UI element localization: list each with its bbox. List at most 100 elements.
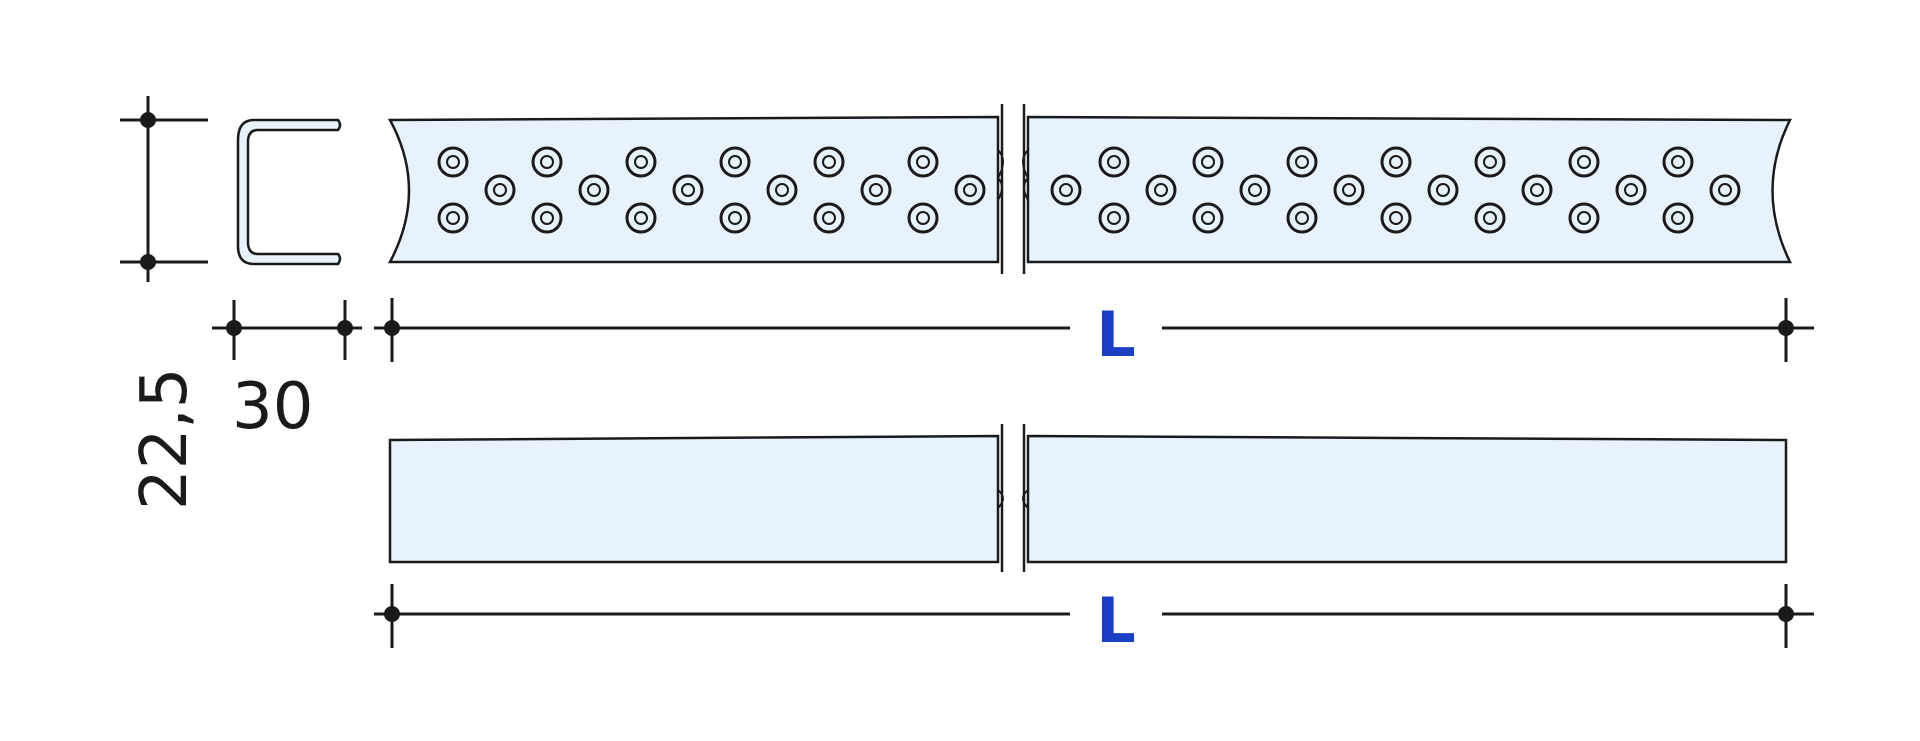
hole-icon (766, 174, 798, 206)
hole-inner-ring (1624, 183, 1638, 197)
hole-inner-ring (822, 211, 836, 225)
hole-inner-ring (728, 155, 742, 169)
length-bottom-dot-right (1778, 606, 1794, 622)
hole-inner-ring (1248, 183, 1262, 197)
hole-inner-ring (1295, 155, 1309, 169)
hole-inner-ring (916, 155, 930, 169)
perforated-profile (387, 115, 1793, 264)
holes-group (437, 146, 1741, 234)
hole-icon (1521, 174, 1553, 206)
hole-inner-ring (1295, 211, 1309, 225)
hole-inner-ring (869, 183, 883, 197)
length-bottom-dot-left (384, 606, 400, 622)
hole-inner-ring (493, 183, 507, 197)
hole-inner-ring (822, 155, 836, 169)
length-label-bottom: L (1096, 584, 1136, 657)
hole-icon (1286, 146, 1318, 178)
hole-inner-ring (1671, 155, 1685, 169)
hole-icon (1098, 202, 1130, 234)
hole-inner-ring (1059, 183, 1073, 197)
hole-inner-ring (963, 183, 977, 197)
hole-icon (1709, 174, 1741, 206)
length-top-dot-left (384, 320, 400, 336)
height-dim-dot-top (140, 112, 156, 128)
hole-inner-ring (1154, 183, 1168, 197)
hole-icon (1192, 146, 1224, 178)
hole-inner-ring (1483, 211, 1497, 225)
hole-inner-ring (1671, 211, 1685, 225)
plain-strip-left (388, 434, 1000, 564)
hole-icon (437, 146, 469, 178)
break-mark-top (996, 104, 1030, 274)
hole-inner-ring (1718, 183, 1732, 197)
hole-icon (907, 202, 939, 234)
hole-inner-ring (634, 155, 648, 169)
hole-inner-ring (1201, 211, 1215, 225)
hole-inner-ring (540, 211, 554, 225)
hole-inner-ring (446, 211, 460, 225)
hole-icon (719, 146, 751, 178)
hole-icon (484, 174, 516, 206)
hole-icon (1145, 174, 1177, 206)
hole-inner-ring (1107, 155, 1121, 169)
height-dimension-label: 22,5 (128, 368, 202, 511)
hole-inner-ring (1389, 211, 1403, 225)
hole-inner-ring (775, 183, 789, 197)
hole-icon (1662, 202, 1694, 234)
hole-icon (625, 202, 657, 234)
hole-icon (1333, 174, 1365, 206)
hole-icon (625, 146, 657, 178)
hole-icon (813, 146, 845, 178)
hole-inner-ring (1342, 183, 1356, 197)
hole-inner-ring (446, 155, 460, 169)
length-dimension-top (374, 298, 1814, 362)
height-dimension (120, 96, 208, 282)
hole-icon (531, 202, 563, 234)
hole-icon (1098, 146, 1130, 178)
hole-icon (1474, 202, 1506, 234)
hole-icon (860, 174, 892, 206)
width-dimension-label: 30 (232, 370, 313, 444)
hole-inner-ring (634, 211, 648, 225)
plain-profile (388, 434, 1788, 564)
hole-inner-ring (1389, 155, 1403, 169)
perforated-strip-right (1026, 115, 1793, 264)
hole-inner-ring (728, 211, 742, 225)
width-dim-dot-right (337, 320, 353, 336)
hole-icon (1286, 202, 1318, 234)
hole-icon (531, 146, 563, 178)
hole-icon (1192, 202, 1224, 234)
hole-icon (1239, 174, 1271, 206)
hole-icon (578, 174, 610, 206)
length-label-top: L (1096, 298, 1136, 371)
hole-inner-ring (540, 155, 554, 169)
hole-icon (672, 174, 704, 206)
hole-icon (1615, 174, 1647, 206)
hole-inner-ring (1530, 183, 1544, 197)
hole-inner-ring (1483, 155, 1497, 169)
hole-inner-ring (1107, 211, 1121, 225)
hole-icon (1662, 146, 1694, 178)
length-dimension-bottom (374, 584, 1814, 648)
hole-icon (1050, 174, 1082, 206)
hole-icon (1568, 146, 1600, 178)
cross-section-c-profile (236, 118, 342, 266)
hole-icon (1380, 202, 1412, 234)
hole-icon (907, 146, 939, 178)
hole-inner-ring (1577, 211, 1591, 225)
hole-inner-ring (1201, 155, 1215, 169)
break-mark-bottom (997, 424, 1029, 574)
hole-icon (1474, 146, 1506, 178)
hole-icon (1380, 146, 1412, 178)
hole-inner-ring (1577, 155, 1591, 169)
hole-inner-ring (1436, 183, 1450, 197)
hole-icon (813, 202, 845, 234)
hole-inner-ring (587, 183, 601, 197)
hole-inner-ring (916, 211, 930, 225)
hole-icon (1427, 174, 1459, 206)
hole-icon (954, 174, 986, 206)
height-dim-dot-bottom (140, 254, 156, 270)
hole-icon (437, 202, 469, 234)
width-dim-dot-left (226, 320, 242, 336)
